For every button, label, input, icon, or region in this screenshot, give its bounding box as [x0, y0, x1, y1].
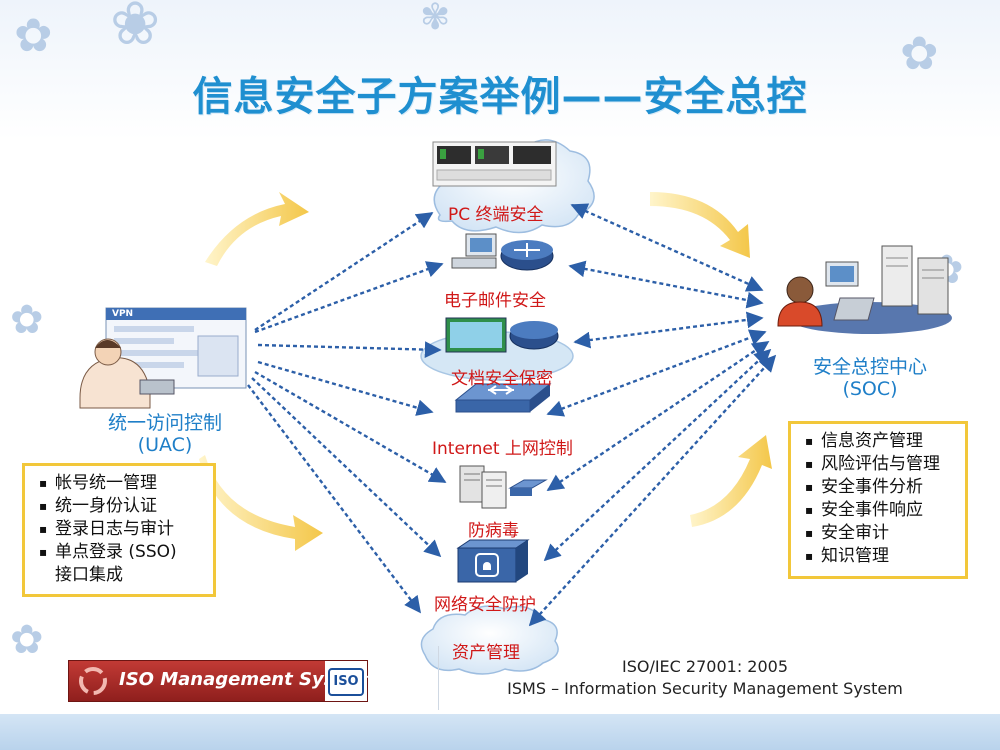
soc-feature-item: 信息资产管理	[805, 430, 955, 453]
soc-feature-item: 安全事件分析	[805, 476, 955, 499]
uac-feature-item: 统一身份认证	[39, 495, 203, 518]
footer-standard-text: ISO/IEC 27001: 2005 ISMS – Information S…	[440, 656, 970, 700]
internet-switch-icon	[454, 383, 552, 413]
node-label-antivirus: 防病毒	[468, 521, 519, 541]
header-background	[0, 0, 1000, 140]
iso-management-logo: ISO Management Systems ISO	[68, 660, 385, 702]
bottom-band	[0, 714, 1000, 750]
antivirus-server-icon	[459, 465, 548, 509]
soc-feature-item: 安全审计	[805, 522, 955, 545]
uac-connection-arrows	[247, 211, 447, 614]
soc-operator-icon	[777, 276, 875, 327]
soc-title: 安全总控中心	[812, 356, 927, 378]
footer-line-1: ISO/IEC 27001: 2005	[621, 657, 789, 676]
asset-cloud	[420, 605, 559, 675]
uac-abbr: (UAC)	[137, 434, 193, 456]
iso-swirl-icon	[79, 667, 107, 695]
soc-servers-icon	[788, 245, 952, 334]
soc-feature-item: 知识管理	[805, 545, 955, 568]
flower-decoration-icon: ✿	[10, 297, 44, 343]
footer-divider	[438, 646, 439, 710]
node-label-email: 电子邮件安全	[444, 291, 546, 311]
node-label-asset: 资产管理	[452, 643, 520, 663]
flower-decoration-icon: ❀	[110, 0, 161, 59]
soc-connection-arrows	[528, 203, 777, 627]
soc-abbr: (SOC)	[842, 378, 898, 400]
flower-decoration-icon: ✿	[14, 8, 53, 62]
iso-badge: ISO	[325, 661, 367, 701]
flower-decoration-icon: ✿	[900, 26, 939, 80]
soc-feature-item: 安全事件响应	[805, 499, 955, 522]
flower-decoration-icon: ✾	[420, 0, 451, 38]
uac-feature-item: 帐号统一管理	[39, 472, 203, 495]
firewall-icon	[456, 539, 530, 583]
iso-logo-text: ISO Management Systems	[119, 669, 385, 690]
doc-security-icon	[445, 317, 559, 353]
node-label-network: 网络安全防护	[434, 595, 536, 615]
uac-screen-caption: VPN	[112, 309, 134, 319]
soc-feature-item: 风险评估与管理	[805, 453, 955, 476]
node-label-internet: Internet 上网控制	[432, 439, 573, 459]
node-label-pc: PC 终端安全	[448, 205, 544, 225]
email-computer-icon	[451, 233, 554, 271]
pc-rack-icon	[432, 141, 557, 187]
footer-line-2: ISMS – Information Security Management S…	[507, 679, 903, 698]
uac-title: 统一访问控制	[107, 412, 222, 434]
page-title: 信息安全子方案举例——安全总控	[192, 74, 808, 120]
flower-decoration-icon: ✿	[10, 617, 44, 663]
uac-feature-item: 单点登录 (SSO)	[39, 541, 203, 564]
uac-feature-box: 帐号统一管理 统一身份认证 登录日志与审计 单点登录 (SSO) 接口集成	[22, 463, 216, 597]
uac-feature-item-continuation: 接口集成	[55, 565, 123, 585]
node-label-doc: 文档安全保密	[451, 369, 553, 389]
uac-user-icon	[79, 338, 175, 409]
uac-feature-item: 登录日志与审计	[39, 518, 203, 541]
soc-feature-box: 信息资产管理 风险评估与管理 安全事件分析 安全事件响应 安全审计 知识管理	[788, 421, 968, 579]
